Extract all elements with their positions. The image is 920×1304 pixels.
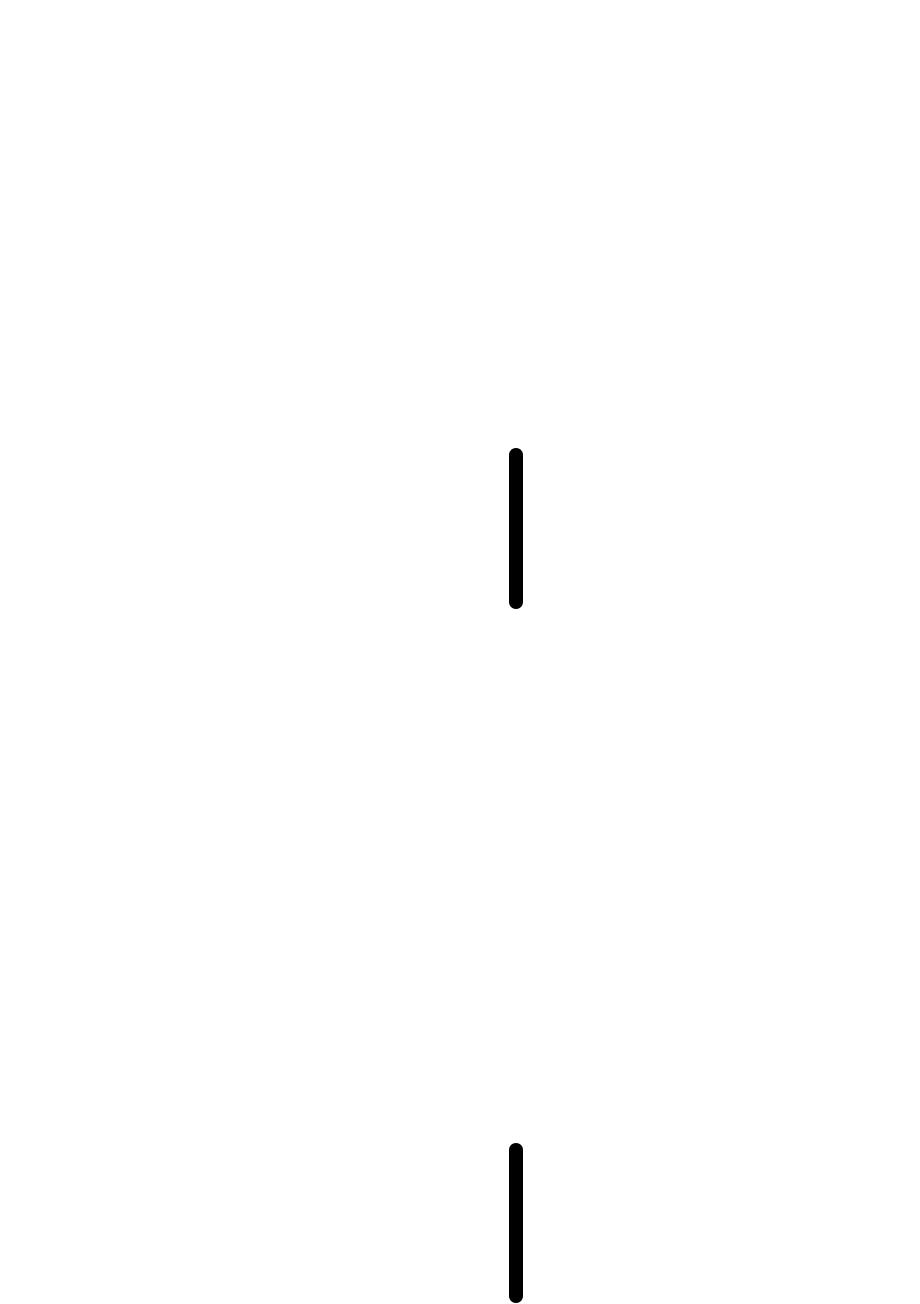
fractal-tree-bottom	[0, 652, 920, 1304]
fractal-tree-top	[509, 448, 523, 609]
fractal-tree-bottom-canvas	[509, 1143, 523, 1303]
fractal-tree-top-canvas	[509, 448, 523, 609]
